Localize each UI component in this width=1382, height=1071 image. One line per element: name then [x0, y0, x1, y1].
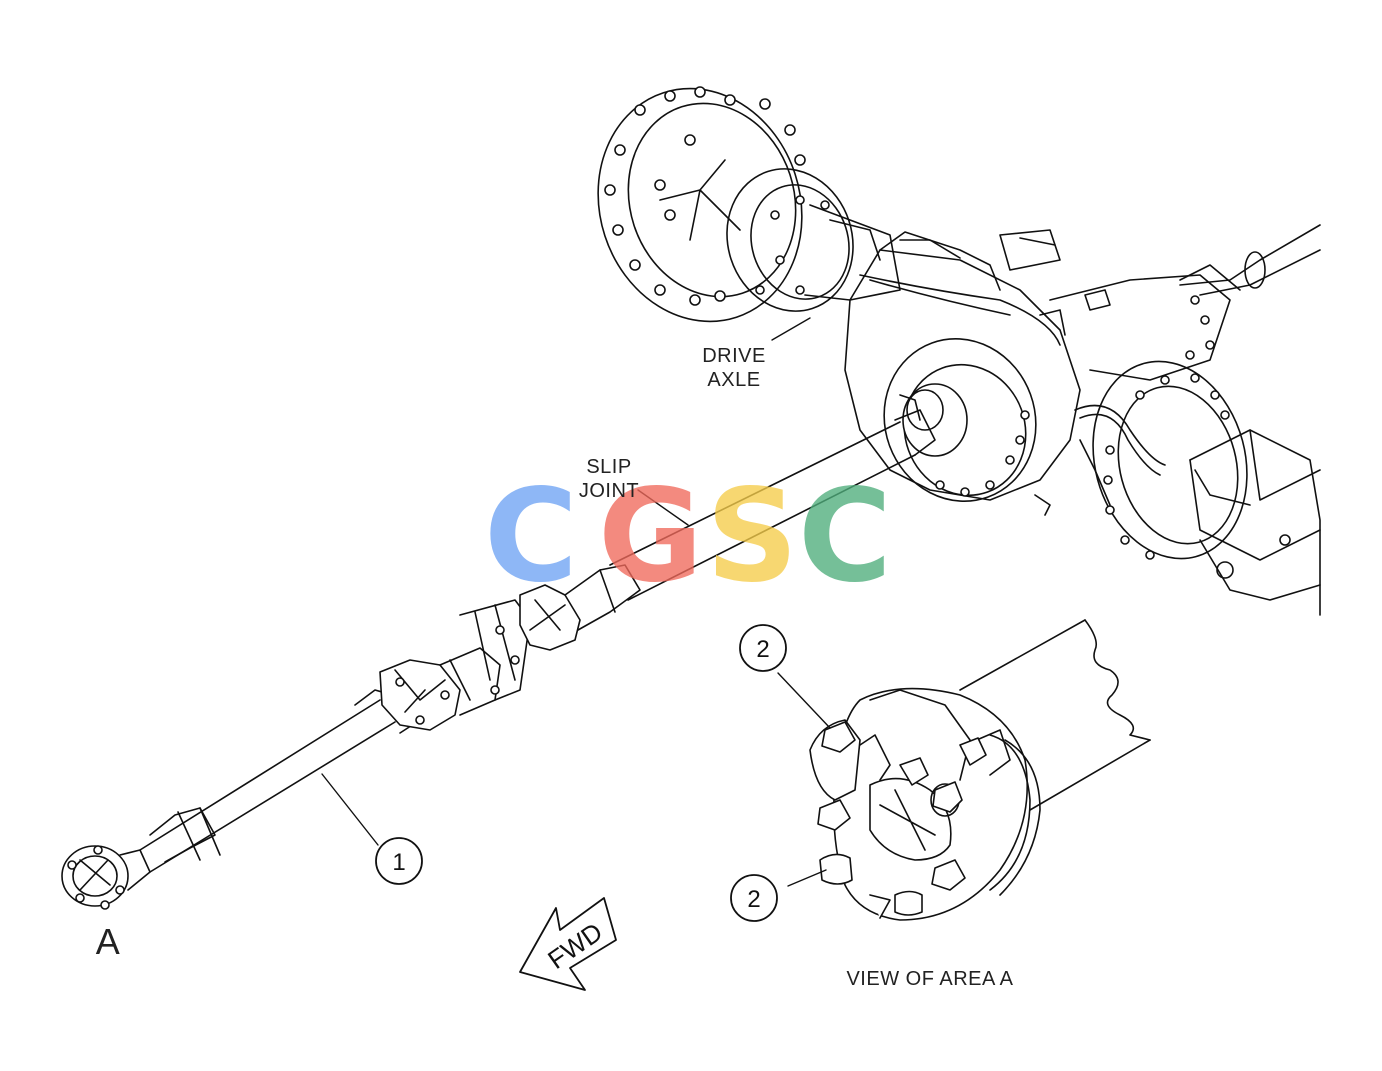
callout-2-upper-circle — [739, 624, 787, 672]
watermark-letter-2: G — [598, 462, 703, 611]
detail-view-area-a — [809, 619, 1151, 921]
watermark-letter-1: C — [484, 462, 578, 611]
driveshaft-assembly — [61, 409, 936, 910]
callout-1-circle — [375, 837, 423, 885]
callout-2-lower-number: 2 — [747, 886, 760, 913]
fwd-arrow-icon — [519, 897, 617, 991]
view-of-area-a-label: VIEW OF AREA A — [846, 968, 1014, 990]
slip-joint-label-line1: SLIP — [586, 456, 632, 478]
cgsc-watermark: C G S C — [484, 462, 892, 611]
watermark-letter-3: S — [706, 462, 798, 611]
leader-slip-joint — [637, 489, 689, 526]
leader-callout-2-lower — [787, 869, 827, 887]
fwd-label: FWD — [542, 916, 608, 975]
leader-lines — [321, 317, 831, 887]
drive-axle-assembly — [597, 86, 1321, 616]
leader-drive-axle — [771, 317, 811, 341]
area-a-letter: A — [95, 921, 121, 962]
callout-2-lower-circle — [730, 874, 778, 922]
callout-2-upper-number: 2 — [756, 636, 769, 663]
watermark-letter-4: C — [798, 462, 892, 611]
leader-callout-2-upper — [777, 672, 831, 729]
leader-callout-1 — [321, 773, 379, 846]
slip-joint-label: SLIP JOINT — [570, 455, 648, 503]
drive-axle-label-line1: DRIVE — [702, 345, 766, 367]
callout-1-number: 1 — [392, 849, 405, 876]
drive-axle-label-line2: AXLE — [707, 369, 761, 391]
drive-axle-label: DRIVE AXLE — [690, 344, 778, 392]
slip-joint-label-line2: JOINT — [578, 480, 640, 502]
